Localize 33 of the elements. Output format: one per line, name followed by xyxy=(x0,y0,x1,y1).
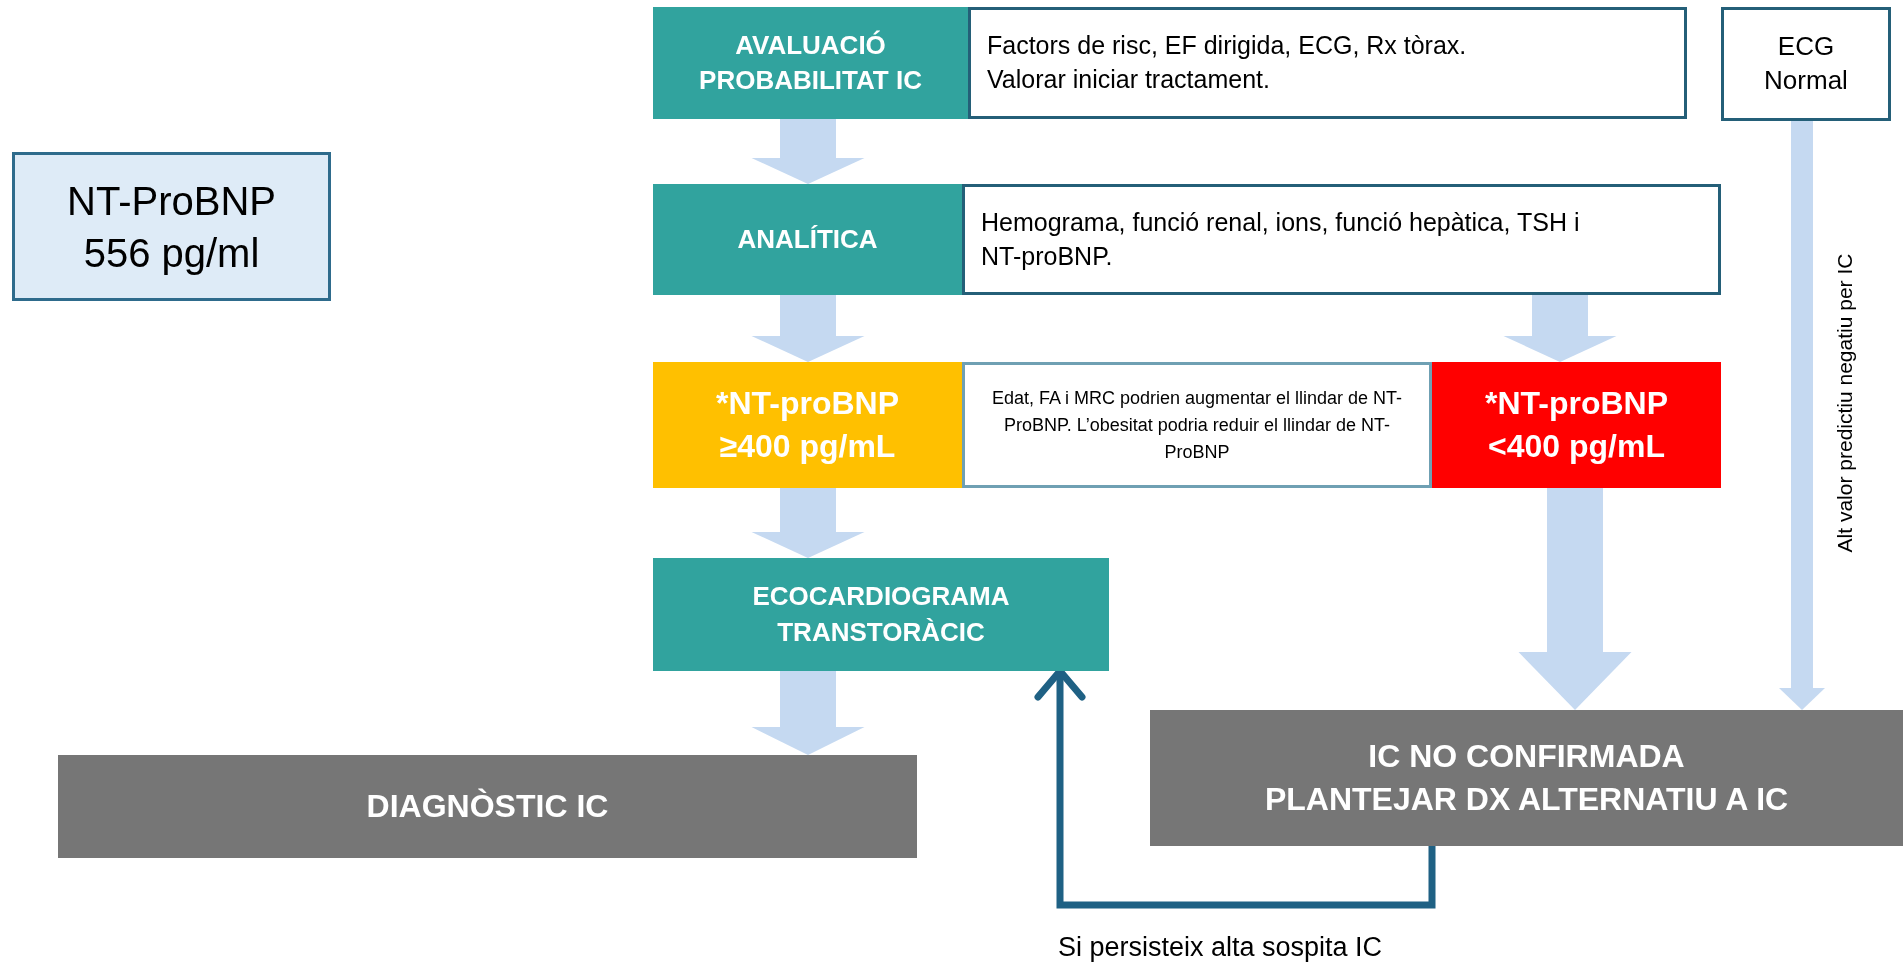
arrow xyxy=(1779,121,1825,710)
node-text: AVALUACIÓ PROBABILITAT IC xyxy=(698,28,923,97)
arrow xyxy=(751,488,865,558)
node-text: *NT-proBNP <400 pg/mL xyxy=(1483,383,1670,466)
note-box xyxy=(962,362,1432,488)
node-text: NT-ProBNP 556 pg/ml xyxy=(66,177,277,277)
node-text: ANALÍTICA xyxy=(737,222,878,256)
threshold-box xyxy=(1432,362,1721,488)
note-box xyxy=(962,184,1721,295)
node-text: ECOCARDIOGRAMA TRANSTORÀCIC xyxy=(751,580,1011,649)
node-text: Hemograma, funció renal, ions, funció hepàtica, TSH i NT-proBNP. xyxy=(981,206,1581,272)
process-box xyxy=(653,7,968,119)
node-text: DIAGNÒSTIC IC xyxy=(366,786,609,826)
node-text: Valorar iniciar tractament. xyxy=(987,64,1270,95)
result-box xyxy=(1721,7,1891,121)
process-box xyxy=(653,558,1109,671)
node-text: Factors de risc, EF dirigida, ECG, Rx tòrax. xyxy=(987,30,1467,62)
node-text: *NT-proBNP ≥400 pg/mL xyxy=(714,383,901,466)
outcome-box xyxy=(58,755,917,858)
arrow xyxy=(1518,488,1632,710)
node-text: IC NO CONFIRMADA xyxy=(1368,736,1685,776)
node-text: Edat, FA i MRC podrien augmentar el llindar de NT-ProBNP. L’obesitat podria reduir el llindar de NT-ProBNP xyxy=(990,386,1404,464)
arrow xyxy=(1503,295,1617,362)
note-box xyxy=(968,7,1687,119)
arrow xyxy=(751,295,865,362)
process-box xyxy=(653,184,962,295)
outcome-box xyxy=(1150,710,1903,846)
value-box xyxy=(12,152,331,301)
node-text: PLANTEJAR DX ALTERNATIU A IC xyxy=(1264,780,1789,819)
arrow xyxy=(751,119,865,184)
arrow xyxy=(751,671,865,755)
threshold-box xyxy=(653,362,962,488)
node-text: ECG Normal xyxy=(1763,30,1849,97)
